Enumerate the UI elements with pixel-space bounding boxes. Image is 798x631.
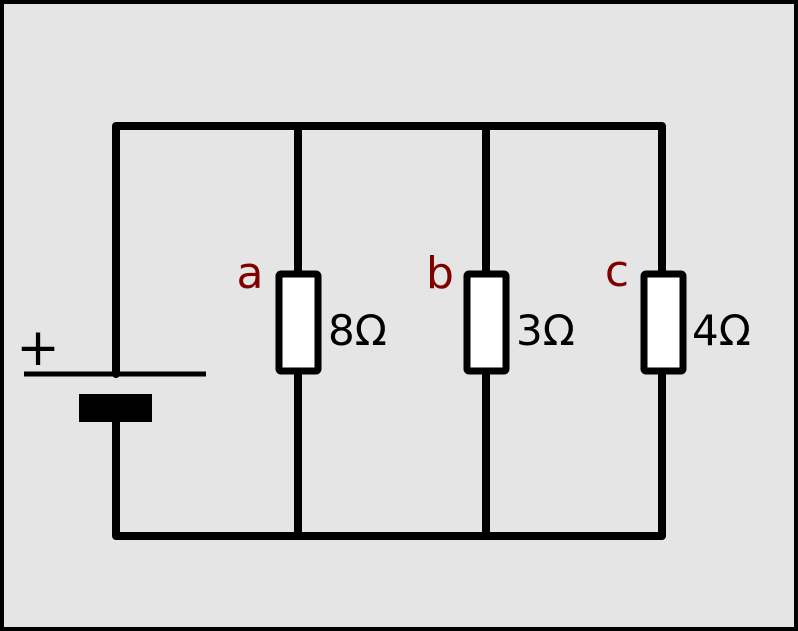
resistor-c-body (640, 270, 687, 375)
resistor-b-body (463, 270, 510, 375)
resistor-b: b 3Ω (426, 248, 575, 375)
resistor-a-value: 8Ω (328, 306, 387, 355)
battery-negative-plate (79, 394, 152, 422)
resistor-a: a 8Ω (237, 248, 387, 375)
resistor-a-letter: a (237, 248, 264, 299)
resistor-c-letter: c (605, 246, 629, 297)
resistor-b-value: 3Ω (516, 306, 575, 355)
resistor-c-value: 4Ω (692, 306, 751, 355)
resistor-a-body (275, 270, 322, 375)
resistor-b-letter: b (426, 248, 454, 299)
battery: + (16, 318, 206, 422)
battery-plus-label: + (16, 318, 60, 378)
resistor-c: c 4Ω (605, 246, 751, 375)
